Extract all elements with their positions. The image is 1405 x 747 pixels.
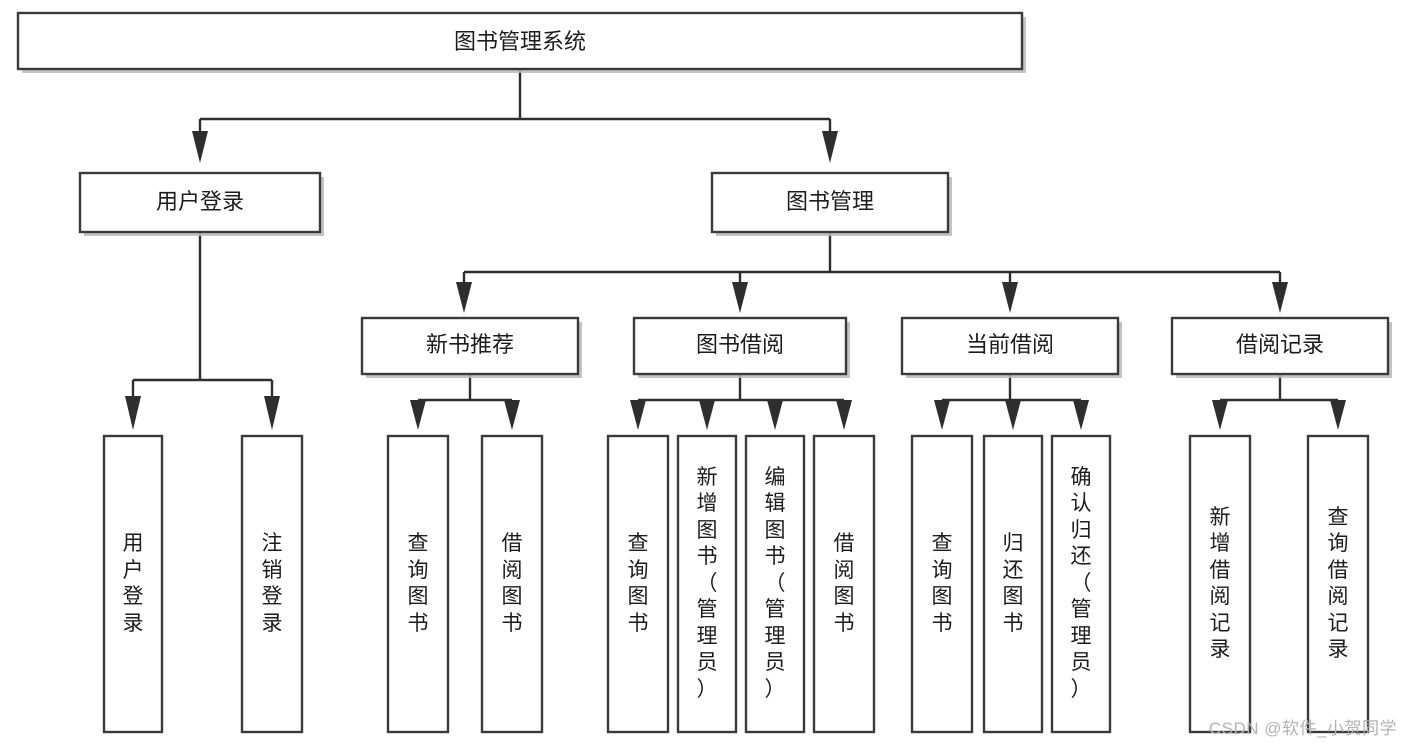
node-book-management[interactable]: 图书管理 — [710, 171, 952, 236]
root-box[interactable] — [16, 11, 1024, 71]
leaf-box-query-book-1[interactable] — [386, 434, 450, 734]
arrowhead-book-mgmt — [822, 131, 838, 163]
leaf-box-user-login[interactable] — [102, 434, 164, 734]
csdn-watermark: CSDN @软件_小贺同学 — [1208, 719, 1397, 738]
node-book-borrowing[interactable]: 图书借阅 — [632, 316, 850, 378]
arrowhead-record-query — [1330, 400, 1346, 430]
arrowhead-newbook-rec — [456, 282, 472, 313]
arrowhead-newbook-query — [410, 400, 426, 430]
user-login-box[interactable] — [78, 171, 322, 234]
borrow-record-label: 借阅记录 — [1236, 332, 1324, 357]
leaf-box-query-book-2[interactable] — [606, 434, 670, 734]
arrowhead-borrow-query — [630, 400, 646, 430]
connector-layer — [125, 69, 1346, 430]
leaf-box-borrow-book-1[interactable] — [480, 434, 544, 734]
node-current-borrowing[interactable]: 当前借阅 — [900, 316, 1122, 378]
node-new-book-recommend[interactable]: 新书推荐 — [360, 316, 582, 378]
current-borrowing-label: 当前借阅 — [966, 332, 1054, 357]
user-login-label: 用户登录 — [156, 189, 244, 214]
arrowhead-newbook-borrow — [504, 400, 520, 430]
leaf-box-return-book[interactable] — [982, 434, 1044, 734]
arrowhead-leaf-user-login — [125, 396, 141, 430]
node-user-login[interactable]: 用户登录 — [78, 171, 324, 236]
book-borrowing-box[interactable] — [632, 316, 848, 376]
new-book-recommend-box[interactable] — [360, 316, 580, 376]
arrowhead-borrow-lend — [836, 400, 852, 430]
book-management-box[interactable] — [710, 171, 950, 234]
leaf-box-confirm-return[interactable] — [1050, 434, 1112, 734]
node-root-system[interactable]: 图书管理系统 — [16, 11, 1026, 73]
book-borrowing-label: 图书借阅 — [696, 332, 784, 357]
leaf-box-query-record[interactable] — [1306, 434, 1370, 734]
arrowhead-current-query — [934, 400, 950, 430]
arrowhead-current-borrow — [1002, 282, 1018, 313]
leaf-box-layer — [102, 434, 1370, 734]
arrowhead-current-return — [1005, 400, 1021, 430]
leaf-box-edit-book-admin[interactable] — [744, 434, 806, 734]
leaf-box-query-book-3[interactable] — [910, 434, 974, 734]
arrowhead-record-add — [1212, 400, 1228, 430]
arrowhead-borrow-add — [699, 400, 715, 430]
leaf-box-add-record[interactable] — [1188, 434, 1252, 734]
new-book-recommend-label: 新书推荐 — [426, 332, 514, 357]
arrowhead-book-borrow — [732, 282, 748, 313]
root-label: 图书管理系统 — [454, 29, 586, 54]
current-borrowing-box[interactable] — [900, 316, 1120, 376]
arrowhead-user-login — [192, 131, 208, 163]
leaf-box-add-book-admin[interactable] — [676, 434, 738, 734]
leaf-box-logout[interactable] — [240, 434, 304, 734]
arrowhead-leaf-logout — [264, 396, 280, 430]
book-management-label: 图书管理 — [786, 189, 874, 214]
leaf-box-borrow-book-2[interactable] — [812, 434, 876, 734]
arrowhead-borrow-record — [1272, 282, 1288, 313]
arrowhead-current-confirm — [1073, 400, 1089, 430]
arrowhead-borrow-edit — [767, 400, 783, 430]
node-borrow-record[interactable]: 借阅记录 — [1170, 316, 1392, 378]
borrow-record-box[interactable] — [1170, 316, 1390, 376]
